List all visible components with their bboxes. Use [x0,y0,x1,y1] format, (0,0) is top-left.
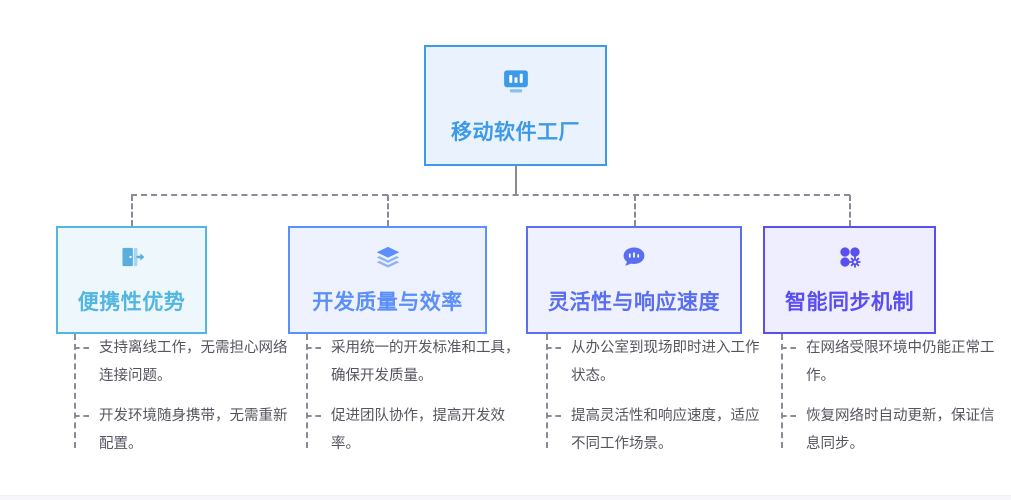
branch-node-2-title: 开发质量与效率 [312,291,463,314]
leaf-text: 促进团队协作，提高开发效率。 [331,408,505,452]
leaf-tick [74,347,89,349]
leaf-list-branch-2: 采用统一的开发标准和工具，确保开发质量。 促进团队协作，提高开发效率。 [306,334,526,470]
branch-node-1-title: 便携性优势 [77,291,186,314]
exit-door-icon [119,244,145,270]
leaf-tick [74,415,89,417]
leaf-text: 采用统一的开发标准和工具，确保开发质量。 [331,340,520,384]
footer-band [0,495,1011,500]
leaf-spine [546,334,548,448]
leaf-tick [306,415,321,417]
leaf-item[interactable]: 恢复网络时自动更新，保证信息同步。 [781,402,1001,458]
connector-drop-branch-4 [849,195,851,226]
leaf-text: 提高灵活性和响应速度，适应不同工作场景。 [571,408,760,452]
leaf-list-branch-1: 支持离线工作，无需担心网络连接问题。 开发环境随身携带，无需重新配置。 [74,334,294,470]
leaf-text: 开发环境随身携带，无需重新配置。 [99,408,288,452]
connector-drop-branch-3 [634,195,636,226]
branch-node-4[interactable]: 智能同步机制 [763,226,936,334]
leaf-item[interactable]: 提高灵活性和响应速度，适应不同工作场景。 [546,402,766,458]
chat-bubble-icon [621,244,647,270]
layers-stack-icon [375,244,401,270]
leaf-item[interactable]: 开发环境随身携带，无需重新配置。 [74,402,294,458]
branch-node-3-title: 灵活性与响应速度 [548,291,720,314]
branch-node-3[interactable]: 灵活性与响应速度 [526,226,742,334]
leaf-tick [546,415,561,417]
leaf-list-branch-3: 从办公室到现场即时进入工作状态。 提高灵活性和响应速度，适应不同工作场景。 [546,334,766,470]
leaf-tick [546,347,561,349]
root-node-title: 移动软件工厂 [451,120,580,144]
leaf-item[interactable]: 从办公室到现场即时进入工作状态。 [546,334,766,390]
leaf-spine [781,334,783,448]
leaf-text: 恢复网络时自动更新，保证信息同步。 [806,408,995,452]
leaf-list-branch-4: 在网络受限环境中仍能正常工作。 恢复网络时自动更新，保证信息同步。 [781,334,1001,470]
leaf-text: 在网络受限环境中仍能正常工作。 [806,340,995,384]
leaf-spine [74,334,76,448]
monitor-chart-icon [501,66,531,96]
branch-node-1[interactable]: 便携性优势 [56,226,207,334]
branch-node-2[interactable]: 开发质量与效率 [288,226,487,334]
root-node[interactable]: 移动软件工厂 [424,45,607,166]
connector-root-stem [515,166,517,195]
leaf-tick [306,347,321,349]
leaf-item[interactable]: 支持离线工作，无需担心网络连接问题。 [74,334,294,390]
leaf-item[interactable]: 在网络受限环境中仍能正常工作。 [781,334,1001,390]
connector-horizontal-bar [131,194,850,196]
leaf-item[interactable]: 采用统一的开发标准和工具，确保开发质量。 [306,334,526,390]
leaf-item[interactable]: 促进团队协作，提高开发效率。 [306,402,526,458]
leaf-text: 支持离线工作，无需担心网络连接问题。 [99,340,288,384]
leaf-tick [781,415,796,417]
leaf-tick [781,347,796,349]
leaf-text: 从办公室到现场即时进入工作状态。 [571,340,760,384]
apps-gear-icon [837,244,863,270]
leaf-spine [306,334,308,448]
branch-node-4-title: 智能同步机制 [785,291,914,314]
connector-drop-branch-1 [131,195,133,226]
connector-drop-branch-2 [387,195,389,226]
